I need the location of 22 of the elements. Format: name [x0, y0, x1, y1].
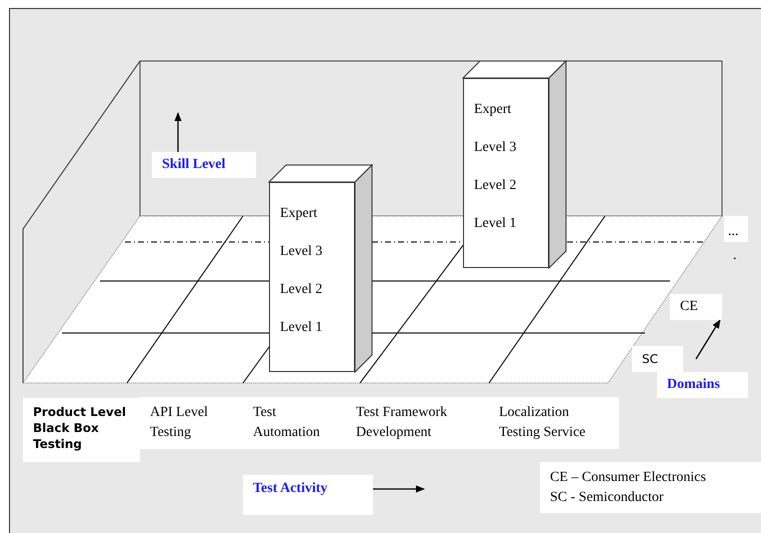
level-text: Level 1 — [474, 215, 516, 233]
level-text: Level 2 — [474, 177, 516, 195]
axis-title: Test Activity — [243, 475, 373, 515]
axis-title: Domains — [657, 372, 748, 398]
activity-label: Test Framework Development — [346, 397, 489, 449]
level-text: Level 3 — [474, 139, 516, 157]
axis-title: Skill Level — [152, 152, 256, 178]
ellipsis-text: ... — [724, 216, 748, 242]
level-text: Expert — [474, 101, 512, 119]
level-text: Level 2 — [280, 281, 322, 299]
legend-note: CE – Consumer Electronics — [540, 462, 761, 488]
domain-label: SC — [632, 346, 683, 372]
activity-label: API Level Testing — [140, 397, 243, 449]
legend-note: SC - Semiconductor — [540, 488, 761, 513]
domain-label: CE — [670, 294, 722, 320]
activity-label: Localization Testing Service — [489, 397, 619, 449]
level-text: Expert — [280, 205, 318, 223]
level-text: Level 3 — [280, 243, 322, 261]
activity-label: Test Automation — [243, 397, 346, 449]
activity-label: Product Level Black Box Testing — [23, 398, 140, 462]
ellipsis-text: . — [732, 247, 738, 264]
level-text: Level 1 — [280, 319, 322, 337]
